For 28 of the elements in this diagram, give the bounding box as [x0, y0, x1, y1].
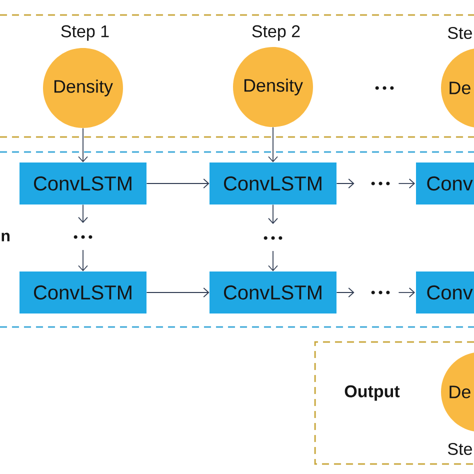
- step-label: Ste: [448, 26, 472, 40]
- ellipsis: …: [371, 182, 390, 186]
- layer-box: ConvLSTM: [210, 272, 336, 314]
- layer-box: ConvLSTM: [20, 272, 146, 314]
- layer-box: Conv: [416, 162, 474, 204]
- arrow: [268, 204, 278, 224]
- ellipsis: …: [264, 236, 282, 240]
- arrow: [268, 126, 278, 162]
- dashed-frame: [0, 14, 474, 138]
- step-label: Step 1: [61, 25, 109, 41]
- arrow: [398, 288, 415, 298]
- layer-box: Conv: [416, 272, 474, 314]
- ellipsis: …: [375, 86, 394, 90]
- arrow: [146, 288, 210, 298]
- arrow: [78, 204, 88, 224]
- layer-box: ConvLSTM: [20, 162, 146, 204]
- arrow: [78, 128, 88, 162]
- step-label: Step 2: [252, 25, 300, 41]
- arrow: [336, 288, 354, 298]
- arrow: [268, 250, 278, 272]
- arrow: [336, 178, 354, 188]
- arrow: [146, 178, 210, 188]
- ellipsis: …: [371, 290, 390, 294]
- step-label: Ste: [448, 442, 472, 456]
- layer-box: ConvLSTM: [210, 162, 336, 204]
- arrow: [398, 178, 415, 188]
- arrow: [78, 250, 88, 272]
- ellipsis: …: [74, 235, 92, 239]
